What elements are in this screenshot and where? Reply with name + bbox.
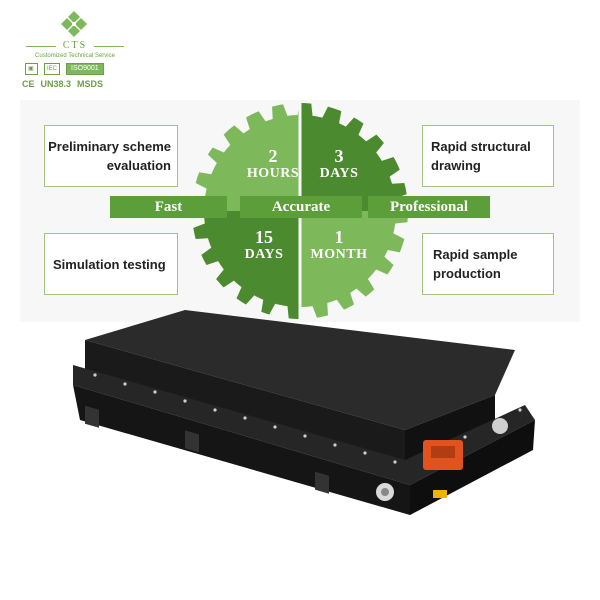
gear-icon bbox=[192, 103, 408, 319]
bar-accurate: Accurate bbox=[240, 196, 362, 218]
quadrant-unit: HOURS bbox=[246, 166, 300, 181]
quadrant-unit: DAYS bbox=[319, 166, 359, 181]
callout-preliminary-scheme: Preliminary scheme evaluation bbox=[44, 125, 178, 187]
quadrant-unit: DAYS bbox=[244, 247, 284, 262]
gear-quadrant-top-right bbox=[300, 103, 408, 211]
bar-professional: Professional bbox=[368, 196, 490, 218]
mark-ce: CE bbox=[22, 79, 35, 89]
mark-row: CE UN38.3 MSDS bbox=[22, 79, 103, 89]
gear-quadrant-top-left bbox=[192, 103, 300, 211]
service-diagram: Fast Accurate Professional 2 HOURS 3 DAY… bbox=[20, 100, 580, 322]
callout-structural-drawing: Rapid structural drawing bbox=[422, 125, 554, 187]
logo-brand: CTS bbox=[62, 40, 88, 51]
callout-sample-production: Rapid sample production bbox=[422, 233, 554, 295]
logo-rule-right bbox=[94, 46, 124, 47]
quadrant-number: 3 bbox=[334, 146, 344, 166]
cert-square-icon: ▣ bbox=[25, 63, 38, 75]
quadrant-2-hours: 2 HOURS bbox=[238, 147, 308, 183]
cts-logo-icon bbox=[61, 11, 87, 37]
mark-msds: MSDS bbox=[77, 79, 104, 89]
mark-un383: UN38.3 bbox=[40, 79, 72, 89]
cts-logo: CTS Customized Technical Service ▣ IEC I… bbox=[20, 10, 130, 95]
quadrant-number: 15 bbox=[255, 227, 273, 247]
logo-rule-left bbox=[26, 46, 56, 47]
gear-quadrant-bottom-left bbox=[192, 211, 300, 319]
cert-iec: IEC bbox=[44, 63, 61, 75]
cert-iso: ISO9001 bbox=[66, 63, 104, 75]
battery-pack-icon bbox=[73, 310, 535, 515]
logo-tagline: Customized Technical Service bbox=[35, 53, 115, 59]
quadrant-3-days: 3 DAYS bbox=[304, 147, 374, 183]
callout-simulation-testing: Simulation testing bbox=[44, 233, 178, 295]
quadrant-number: 1 bbox=[334, 227, 344, 247]
bar-fast: Fast bbox=[110, 196, 227, 218]
quadrant-15-days: 15 DAYS bbox=[229, 228, 299, 264]
quadrant-number: 2 bbox=[268, 146, 278, 166]
quadrant-unit: MONTH bbox=[310, 247, 368, 262]
gear-quadrant-bottom-right bbox=[300, 211, 408, 318]
cert-row: ▣ IEC ISO9001 bbox=[25, 63, 104, 75]
quadrant-1-month: 1 MONTH bbox=[304, 228, 374, 264]
